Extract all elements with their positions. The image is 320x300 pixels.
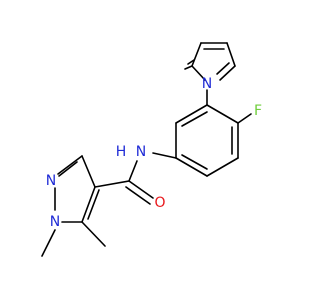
bond xyxy=(41,229,56,257)
pyrazole-n2-label: N xyxy=(46,173,56,189)
bond xyxy=(58,161,78,177)
bond xyxy=(181,154,208,170)
bond xyxy=(237,113,252,124)
bond xyxy=(81,155,96,188)
bond xyxy=(128,180,154,199)
bond xyxy=(128,160,138,182)
bond xyxy=(191,65,206,81)
bond xyxy=(57,155,83,175)
bond xyxy=(206,157,239,177)
bond xyxy=(81,186,96,223)
bond xyxy=(94,180,130,188)
bond xyxy=(81,221,106,247)
amide-hydrogen-label: H xyxy=(116,144,127,160)
pyrazole-n1-label: N xyxy=(50,214,60,230)
atom-labels: F N H N O N N xyxy=(46,76,262,230)
molecule-structure-diagram: F N H N O N N xyxy=(41,42,262,257)
carbonyl-oxygen-label: O xyxy=(154,195,165,211)
fluorine-atom-label: F xyxy=(254,103,262,119)
bond xyxy=(152,152,177,159)
bond xyxy=(184,65,193,70)
bond xyxy=(226,42,236,67)
amide-nitrogen-label: N xyxy=(136,144,146,160)
bond xyxy=(206,104,239,124)
bond xyxy=(175,157,208,177)
bond xyxy=(191,42,202,67)
bond xyxy=(175,104,208,124)
bond xyxy=(187,59,195,65)
bonds xyxy=(41,42,252,257)
bond xyxy=(181,111,208,127)
bond xyxy=(125,186,151,205)
bond xyxy=(87,189,100,220)
pyrrole-nitrogen-label: N xyxy=(202,76,212,92)
bond xyxy=(216,62,230,75)
bond xyxy=(219,65,236,81)
